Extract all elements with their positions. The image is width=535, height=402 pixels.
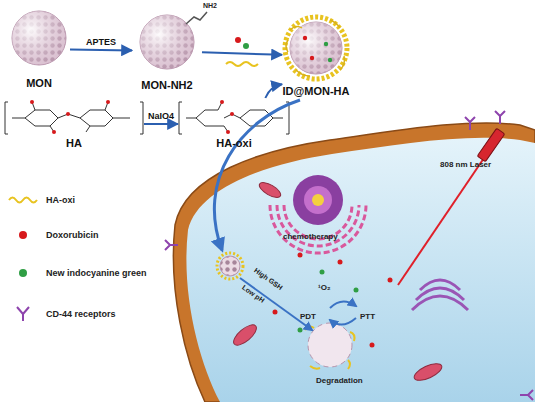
annotation-label: PTT bbox=[360, 312, 375, 321]
legend-shape bbox=[9, 198, 37, 203]
reaction-arrow bbox=[265, 84, 282, 98]
legend-text: HA-oxi bbox=[46, 195, 75, 205]
structure-node: HA-oxi bbox=[178, 98, 290, 150]
structure-node: MON-NH2 bbox=[132, 10, 202, 92]
mon-nh2-sphere bbox=[140, 12, 207, 69]
legend-row: HA-oxi bbox=[8, 192, 75, 208]
reaction-arrow bbox=[144, 123, 178, 125]
reaction-arrow bbox=[202, 52, 282, 55]
mon-sphere bbox=[12, 11, 66, 65]
golgi bbox=[412, 280, 468, 310]
node-label: ID@MON-HA bbox=[283, 85, 350, 98]
annotation-label: NH2 bbox=[203, 2, 217, 9]
ha-structure bbox=[5, 100, 143, 134]
annotation-label: ¹O₂ bbox=[318, 283, 330, 292]
annotation-label: chemotherapy bbox=[283, 232, 338, 241]
node-label: MON-NH2 bbox=[141, 79, 192, 92]
cell bbox=[173, 123, 535, 402]
legend-text: CD-44 receptors bbox=[46, 309, 116, 319]
legend-swatch bbox=[19, 231, 27, 239]
reagent-label: NaIO4 bbox=[148, 111, 174, 121]
legend-text: Doxorubicin bbox=[46, 230, 99, 240]
annotation-label: Degradation bbox=[316, 376, 363, 385]
reaction-arrow bbox=[70, 48, 132, 51]
legend-shape bbox=[17, 307, 29, 321]
annotation-label: 808 nm Laser bbox=[440, 160, 491, 169]
released-drugs bbox=[273, 253, 393, 348]
structure-node: HA bbox=[4, 98, 144, 150]
cd44-receptors bbox=[165, 111, 533, 400]
annotation-label: PDT bbox=[300, 312, 316, 321]
mitochondria bbox=[230, 180, 444, 384]
node-label: MON bbox=[26, 77, 52, 90]
legend-swatch bbox=[19, 269, 27, 277]
structure-node: ID@MON-HA bbox=[282, 14, 350, 98]
id-mon-ha-sphere bbox=[285, 17, 347, 79]
nucleus bbox=[293, 175, 343, 225]
legend-text: New indocyanine green bbox=[46, 268, 147, 278]
reagent-label: APTES bbox=[86, 37, 116, 47]
degrading-particle bbox=[305, 323, 355, 369]
process-arrows bbox=[214, 100, 356, 330]
laser bbox=[398, 128, 505, 285]
legend-row: Doxorubicin bbox=[8, 230, 99, 240]
node-label: HA bbox=[66, 137, 82, 150]
legend-row: CD-44 receptors bbox=[8, 306, 116, 322]
node-label: HA-oxi bbox=[216, 137, 251, 150]
legend-symbol bbox=[8, 192, 38, 208]
structure-node: MON bbox=[8, 8, 70, 90]
legend-row: New indocyanine green bbox=[8, 268, 147, 278]
nanoparticle-entering bbox=[217, 253, 243, 279]
cargo-symbols bbox=[226, 37, 258, 66]
ha-oxi-structure bbox=[179, 100, 289, 134]
legend-symbol bbox=[8, 306, 38, 322]
